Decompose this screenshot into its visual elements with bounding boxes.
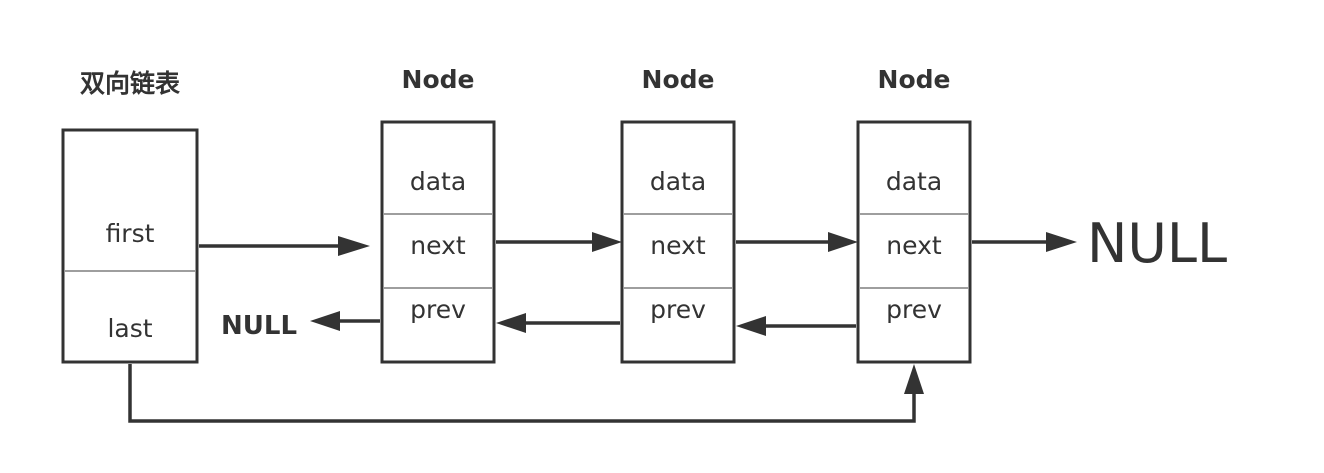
node-1-field-prev: prev [410,295,466,324]
node-2-field-prev: prev [650,295,706,324]
node-1-box [380,120,496,364]
node-2: Node data next prev [620,65,736,364]
null-next-label: NULL [1087,212,1227,275]
node-1-field-next: next [410,231,466,260]
node-2-field-next: next [650,231,706,260]
node-2-title: Node [642,65,715,94]
node-3-field-next: next [886,231,942,260]
arrow-last-to-node-3 [128,364,924,423]
arrow-node-3-next-to-null [972,232,1077,252]
arrow-node-1-next-to-node-2 [496,232,622,252]
node-3-field-data: data [886,167,942,196]
list-box [61,128,199,364]
node-3: Node data next prev [856,65,972,364]
list-field-first: first [106,219,155,248]
node-3-field-prev: prev [886,295,942,324]
node-2-field-data: data [650,167,706,196]
node-3-title: Node [878,65,951,94]
node-1-title: Node [402,65,475,94]
arrow-node-3-prev-to-node-2 [736,316,856,336]
arrow-first-to-node-1 [199,236,370,256]
arrow-node-2-prev-to-node-1 [496,313,620,333]
list-header: 双向链表 first last [61,69,199,364]
arrow-node-1-prev-to-null [310,311,380,331]
null-prev-label: NULL [221,311,297,341]
arrow-node-2-next-to-node-3 [736,232,858,252]
list-title: 双向链表 [80,69,181,98]
node-1-field-data: data [410,167,466,196]
list-field-last: last [107,314,152,343]
node-2-box [620,120,736,364]
node-3-box [856,120,972,364]
node-1: Node data next prev [380,65,496,364]
